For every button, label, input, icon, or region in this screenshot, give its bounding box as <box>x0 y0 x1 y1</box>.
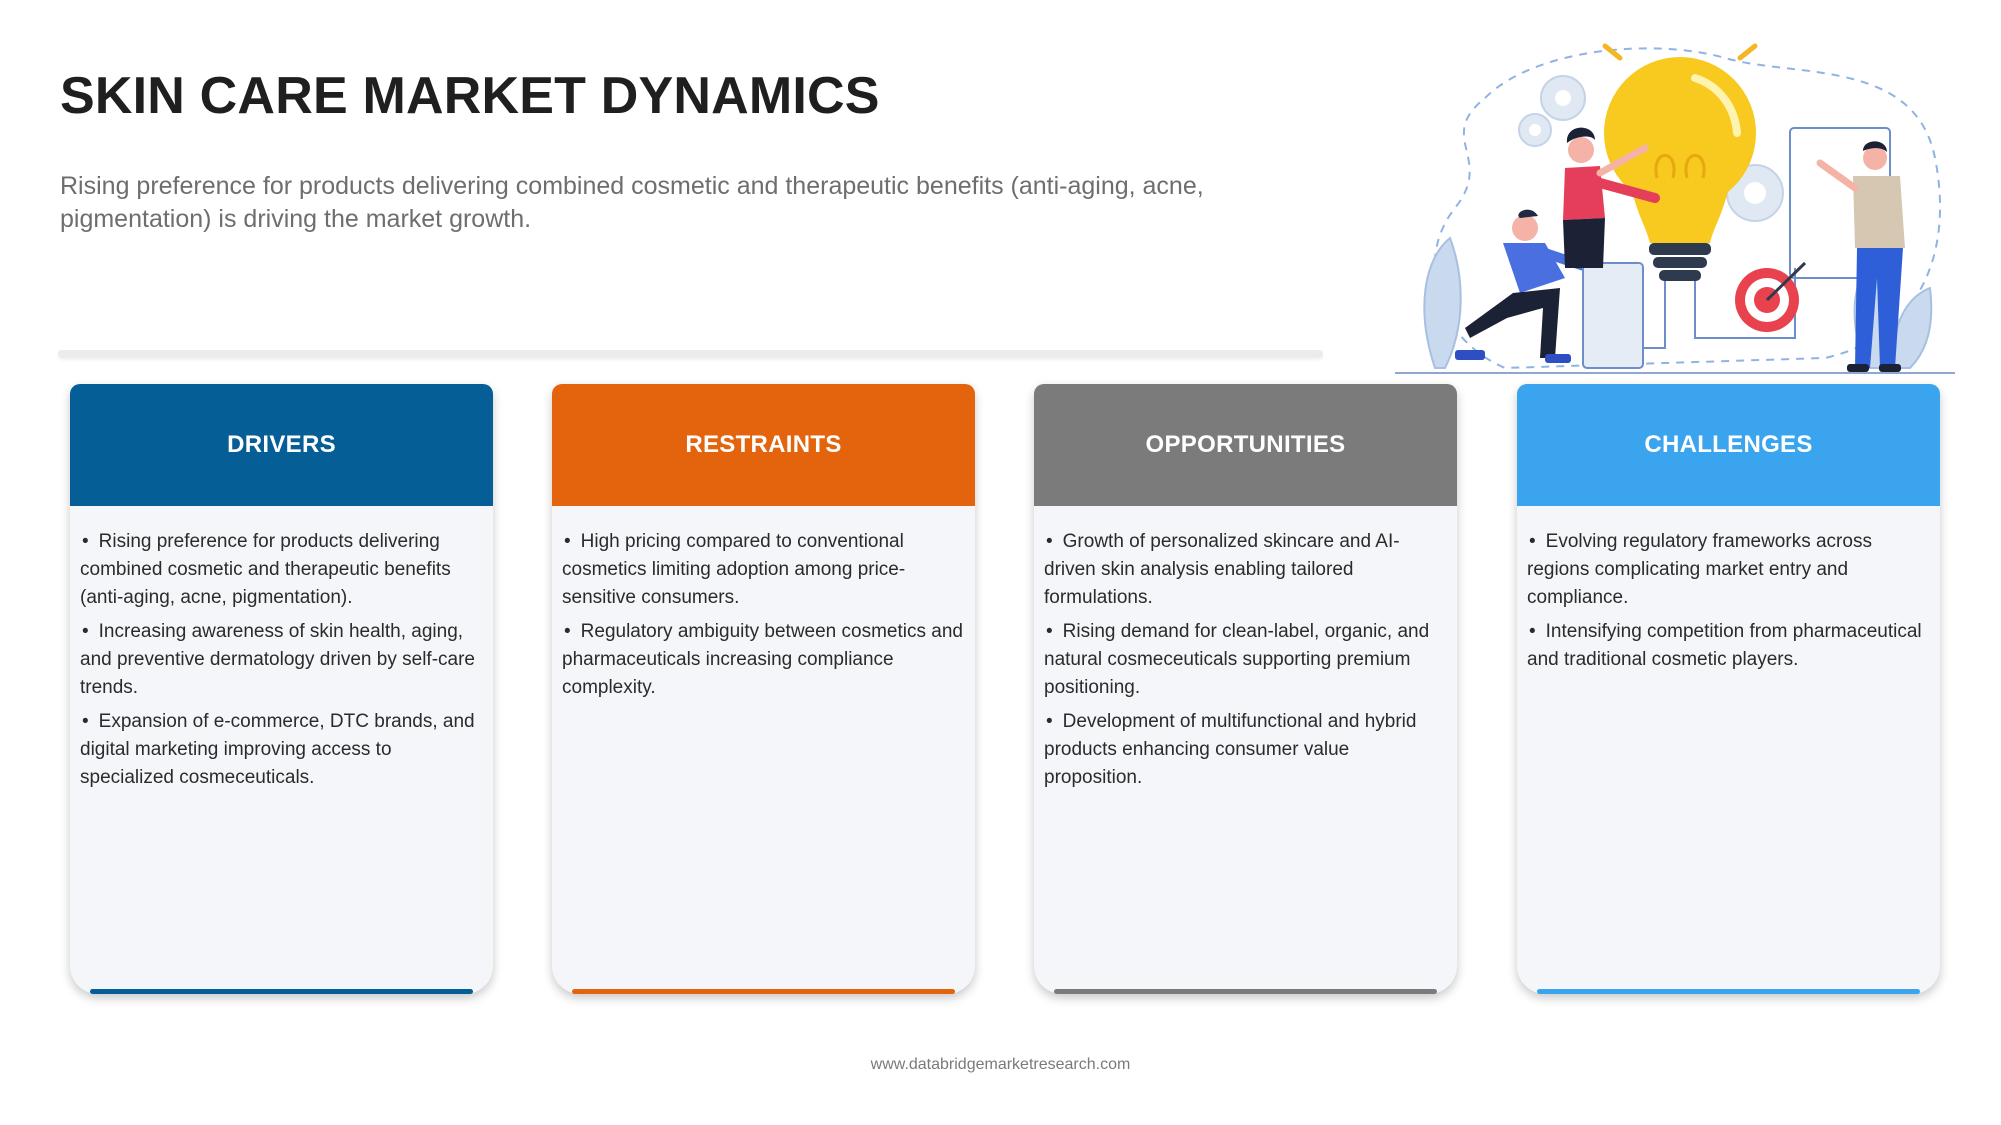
card-challenges: CHALLENGES Evolving regulatory framework… <box>1517 384 1940 994</box>
card-accent-bar <box>90 989 473 994</box>
divider <box>58 350 1323 358</box>
list-item: Increasing awareness of skin health, agi… <box>80 618 483 702</box>
list-item: Evolving regulatory frameworks across re… <box>1527 528 1930 612</box>
list-item: Growth of personalized skincare and AI-d… <box>1044 528 1447 612</box>
card-accent-bar <box>572 989 955 994</box>
card-opportunities: OPPORTUNITIES Growth of personalized ski… <box>1034 384 1457 994</box>
list-item: Development of multifunctional and hybri… <box>1044 708 1447 792</box>
footer-url[interactable]: www.databridgemarketresearch.com <box>870 1056 1131 1073</box>
card-accent-bar <box>1537 989 1920 994</box>
list-item: High pricing compared to conventional co… <box>562 528 965 612</box>
background-blob <box>1433 47 1942 370</box>
page-subtitle: Rising preference for products deliverin… <box>60 172 1204 233</box>
innovation-illustration <box>1395 43 1955 374</box>
market-dynamics-cards: DRIVERS Rising preference for products d… <box>70 384 1940 994</box>
restraints-list: High pricing compared to conventional co… <box>562 528 965 702</box>
card-drivers: DRIVERS Rising preference for products d… <box>70 384 493 994</box>
person-icon <box>1455 209 1644 369</box>
person-icon <box>1563 127 1660 268</box>
list-item: Regulatory ambiguity between cosmetics a… <box>562 618 965 702</box>
card-header-restraints: RESTRAINTS <box>552 384 975 506</box>
person-icon <box>1816 141 1905 372</box>
card-restraints: RESTRAINTS High pricing compared to conv… <box>552 384 975 994</box>
card-header-challenges: CHALLENGES <box>1517 384 1940 506</box>
list-item: Intensifying competition from pharmaceut… <box>1527 618 1930 674</box>
drivers-list: Rising preference for products deliverin… <box>80 528 483 792</box>
page-title: SKIN CARE MARKET DYNAMICS <box>60 67 880 125</box>
list-item: Expansion of e-commerce, DTC brands, and… <box>80 708 483 792</box>
card-header-drivers: DRIVERS <box>70 384 493 506</box>
opportunities-list: Growth of personalized skincare and AI-d… <box>1044 528 1447 792</box>
card-accent-bar <box>1054 989 1437 994</box>
list-item: Rising demand for clean-label, organic, … <box>1044 618 1447 702</box>
lightbulb-icon <box>1604 57 1756 281</box>
challenges-list: Evolving regulatory frameworks across re… <box>1527 528 1930 674</box>
light-rays <box>1602 43 1758 61</box>
list-item: Rising preference for products deliverin… <box>80 528 483 612</box>
target-icon <box>1735 261 1807 332</box>
card-header-opportunities: OPPORTUNITIES <box>1034 384 1457 506</box>
